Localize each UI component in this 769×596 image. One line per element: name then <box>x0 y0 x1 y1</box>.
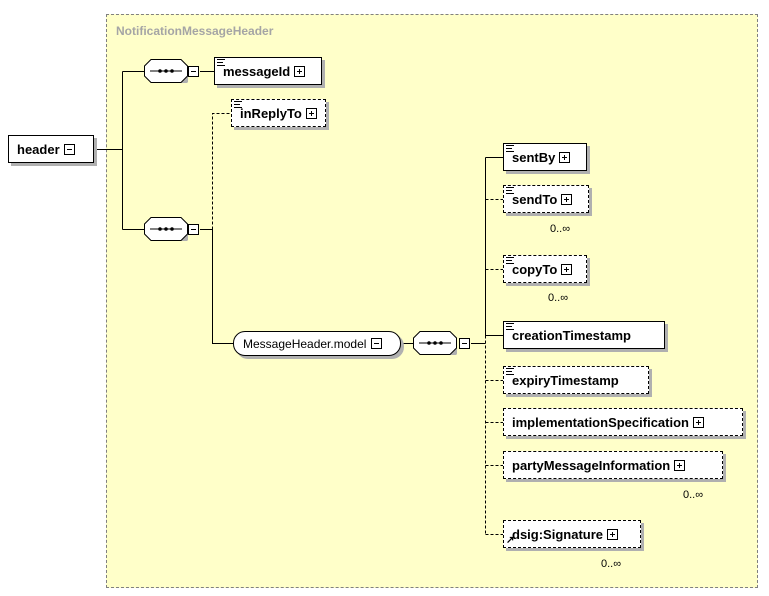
element-dsig-Signature[interactable]: ↗ dsig:Signature <box>503 520 641 548</box>
expand-icon[interactable] <box>674 459 686 471</box>
occurrence-label: 0..∞ <box>548 292 569 304</box>
complex-type-box: NotificationMessageHeader <box>106 14 758 588</box>
expand-icon[interactable] <box>692 416 704 428</box>
expand-icon[interactable] <box>294 65 306 77</box>
documentation-icon <box>506 257 514 264</box>
element-creationTimestamp[interactable]: creationTimestamp <box>503 321 665 349</box>
occurrence-label: 0..∞ <box>601 558 622 570</box>
collapse-icon[interactable] <box>188 224 199 235</box>
root-element-label: header <box>17 141 60 157</box>
element-sentBy[interactable]: sentBy <box>503 143 587 171</box>
sequence-icon <box>144 59 191 86</box>
sequence-icon <box>413 331 460 358</box>
documentation-icon <box>506 145 514 152</box>
expand-icon[interactable] <box>559 151 571 163</box>
group-MessageHeader-model[interactable]: MessageHeader.model <box>233 331 401 356</box>
documentation-icon <box>506 187 514 194</box>
element-label: messageId <box>223 63 291 79</box>
element-expiryTimestamp[interactable]: expiryTimestamp <box>503 366 649 394</box>
expand-icon[interactable] <box>561 193 573 205</box>
sequence-compositor-model <box>413 331 460 358</box>
sequence-compositor-top <box>144 59 191 86</box>
group-label: MessageHeader.model <box>243 336 367 351</box>
documentation-icon <box>506 368 514 375</box>
sequence-compositor-middle <box>144 217 191 244</box>
documentation-icon <box>217 59 225 66</box>
expand-icon[interactable] <box>607 528 619 540</box>
element-label: implementationSpecification <box>512 414 689 430</box>
expand-icon[interactable] <box>305 107 317 119</box>
collapse-icon[interactable] <box>459 338 470 349</box>
element-label: dsig:Signature <box>512 526 604 542</box>
expand-icon[interactable] <box>561 263 573 275</box>
element-label: creationTimestamp <box>512 327 631 343</box>
element-copyTo[interactable]: copyTo <box>503 255 587 283</box>
collapse-icon[interactable] <box>188 66 199 77</box>
element-label: sendTo <box>512 191 558 207</box>
documentation-icon <box>506 323 514 330</box>
documentation-icon <box>234 101 242 108</box>
root-element-header[interactable]: header <box>8 135 94 163</box>
element-label: expiryTimestamp <box>512 372 619 388</box>
element-sendTo[interactable]: sendTo <box>503 185 589 213</box>
collapse-icon[interactable] <box>63 143 75 155</box>
occurrence-label: 0..∞ <box>683 489 704 501</box>
collapse-icon[interactable] <box>371 338 383 349</box>
element-label: sentBy <box>512 149 556 165</box>
element-label: copyTo <box>512 261 558 277</box>
reference-arrow-icon: ↗ <box>506 535 515 546</box>
element-implementationSpecification[interactable]: implementationSpecification <box>503 408 743 436</box>
element-label: partyMessageInformation <box>512 457 671 473</box>
element-inReplyTo[interactable]: inReplyTo <box>231 99 326 127</box>
element-partyMessageInformation[interactable]: partyMessageInformation <box>503 451 723 479</box>
sequence-icon <box>144 217 191 244</box>
occurrence-label: 0..∞ <box>550 223 571 235</box>
complex-type-title: NotificationMessageHeader <box>116 24 274 38</box>
element-label: inReplyTo <box>240 105 302 121</box>
element-messageId[interactable]: messageId <box>214 57 322 85</box>
